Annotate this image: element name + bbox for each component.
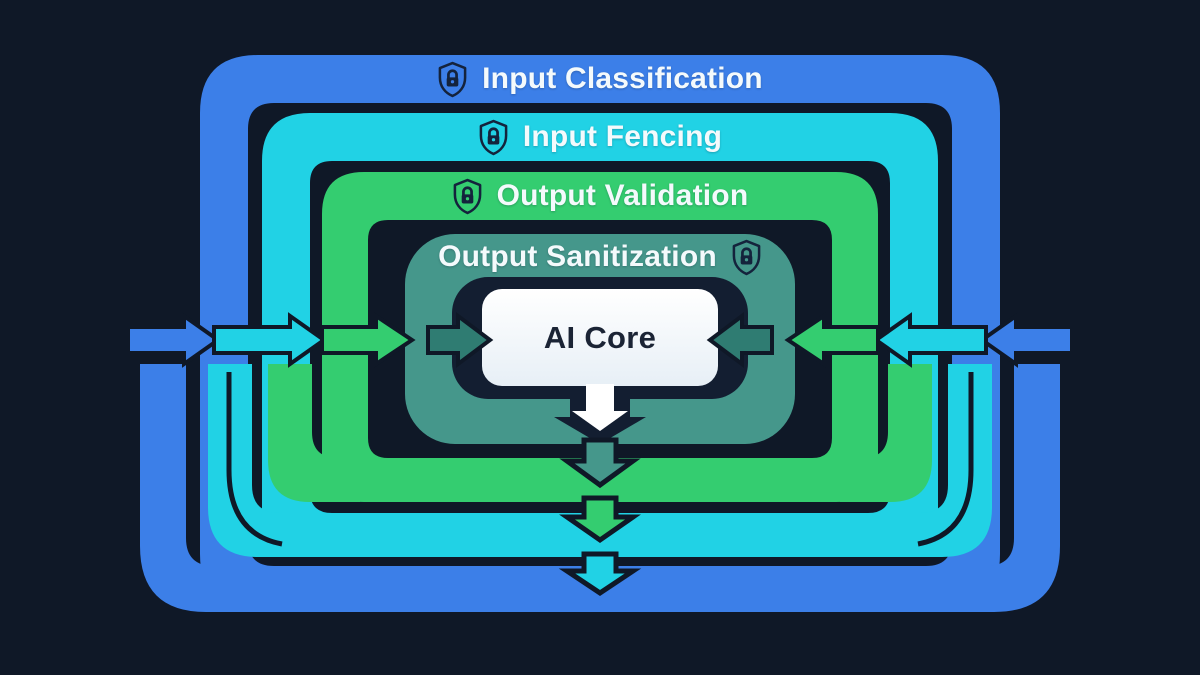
cascade-arrow-green xyxy=(559,495,641,544)
layer-blue-outer-wall-right xyxy=(938,364,1060,612)
layer-green-frame xyxy=(322,172,878,502)
arrow-left-green xyxy=(320,312,416,368)
layer-label-row-input-fencing: Input Fencing xyxy=(0,113,1200,161)
arrow-right-blue xyxy=(978,312,1074,368)
arrow-right-teal xyxy=(706,312,774,368)
decorative-slit-left xyxy=(226,372,283,547)
cascade-arrow-teal xyxy=(559,437,641,489)
arrow-right-cyan xyxy=(872,312,988,368)
shield-lock-icon xyxy=(453,178,481,214)
arrow-left-teal xyxy=(426,312,494,368)
shield-lock-icon xyxy=(479,119,508,155)
decorative-slit-right xyxy=(917,372,974,547)
right-inward-arrows xyxy=(706,312,1074,368)
layer-green-outer-wall-left xyxy=(268,364,360,502)
left-inward-arrows xyxy=(126,312,494,368)
shield-lock-icon xyxy=(732,239,761,275)
ai-core-box xyxy=(482,289,718,386)
layer-blue-outer-wall-left xyxy=(140,364,262,612)
layer-input-classification-shape xyxy=(140,55,1060,612)
cascade-arrow-cyan xyxy=(558,551,642,597)
layer-green-outer-wall-right xyxy=(840,364,932,502)
layer-label-row-input-classification: Input Classification xyxy=(0,55,1200,103)
layer-label-row-output-sanitization: Output Sanitization xyxy=(0,233,1200,281)
layer-label-output-sanitization: Output Sanitization xyxy=(438,240,717,273)
layer-input-fencing-shape xyxy=(208,113,992,557)
layer-label-input-classification: Input Classification xyxy=(482,62,763,95)
layer-label-input-fencing: Input Fencing xyxy=(522,120,723,153)
layer-output-validation-shape xyxy=(268,172,932,502)
layer-cyan-frame xyxy=(262,113,938,557)
arrow-right-green xyxy=(784,312,880,368)
ai-core-shape xyxy=(452,277,748,444)
layer-label-output-validation: Output Validation xyxy=(496,179,749,212)
ai-core-label: AI Core xyxy=(543,319,657,355)
arrow-left-blue xyxy=(126,312,222,368)
arrow-left-cyan xyxy=(212,312,328,368)
layer-label-row-output-validation: Output Validation xyxy=(0,172,1200,220)
shield-lock-icon xyxy=(438,61,467,97)
core-output-arrow-down xyxy=(572,384,628,431)
bottom-cascade-arrows xyxy=(558,437,642,597)
